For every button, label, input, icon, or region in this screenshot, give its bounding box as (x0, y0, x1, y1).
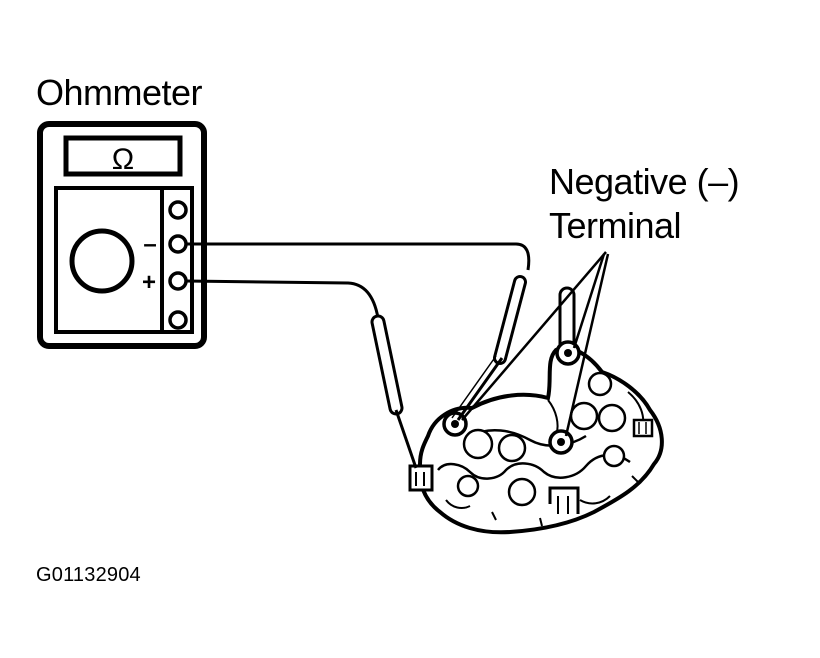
ohmmeter-display (63, 135, 183, 177)
cooling-hole (597, 403, 627, 433)
leader-line-2 (572, 253, 606, 349)
display-ohm-symbol: Ω (112, 143, 134, 176)
range-dial (69, 228, 135, 294)
test-leads (185, 242, 531, 319)
positive-lead-wire (185, 279, 380, 319)
cooling-hole (569, 401, 599, 431)
rectifier-tab-right (632, 418, 654, 438)
cooling-hole (507, 477, 537, 507)
leader-line-1 (461, 251, 607, 421)
cooling-hole (462, 428, 494, 460)
cooling-hole (497, 433, 527, 463)
positive-probe (370, 314, 418, 469)
jack-minus (168, 234, 188, 254)
leader-line-3 (564, 253, 610, 437)
rectifier-tab-left (408, 464, 434, 492)
ohmmeter-icon: Ω – + (37, 121, 207, 349)
rectifier-tab-bottom (548, 486, 580, 514)
negative-terminal-label-line2: Terminal (549, 205, 682, 246)
rectifier-assembly-icon (408, 286, 664, 535)
rectifier-inner-edge (437, 453, 631, 480)
negative-terminal-3 (548, 429, 574, 455)
negative-probe (451, 275, 527, 421)
cooling-hole (587, 371, 613, 397)
rectifier-texture (445, 391, 645, 527)
negative-lead-wire (186, 242, 531, 271)
rectifier-body (417, 345, 664, 535)
jack-minus-label: – (143, 231, 156, 258)
jack-4 (168, 310, 188, 330)
cooling-hole (456, 474, 480, 498)
jack-1 (168, 200, 188, 220)
cooling-hole (602, 444, 626, 468)
negative-terminal-1 (442, 411, 468, 437)
figure-code: G01132904 (36, 564, 141, 586)
ohmmeter-label: Ohmmeter (36, 72, 203, 113)
negative-terminal-label: Negative (–) Terminal (549, 160, 740, 248)
terminal-callout-leaders (461, 251, 610, 437)
test-probe-icon (370, 275, 527, 469)
negative-terminal-label-line1: Negative (–) (549, 161, 740, 202)
jack-plus-label: + (142, 269, 156, 296)
jack-plus (168, 271, 188, 291)
